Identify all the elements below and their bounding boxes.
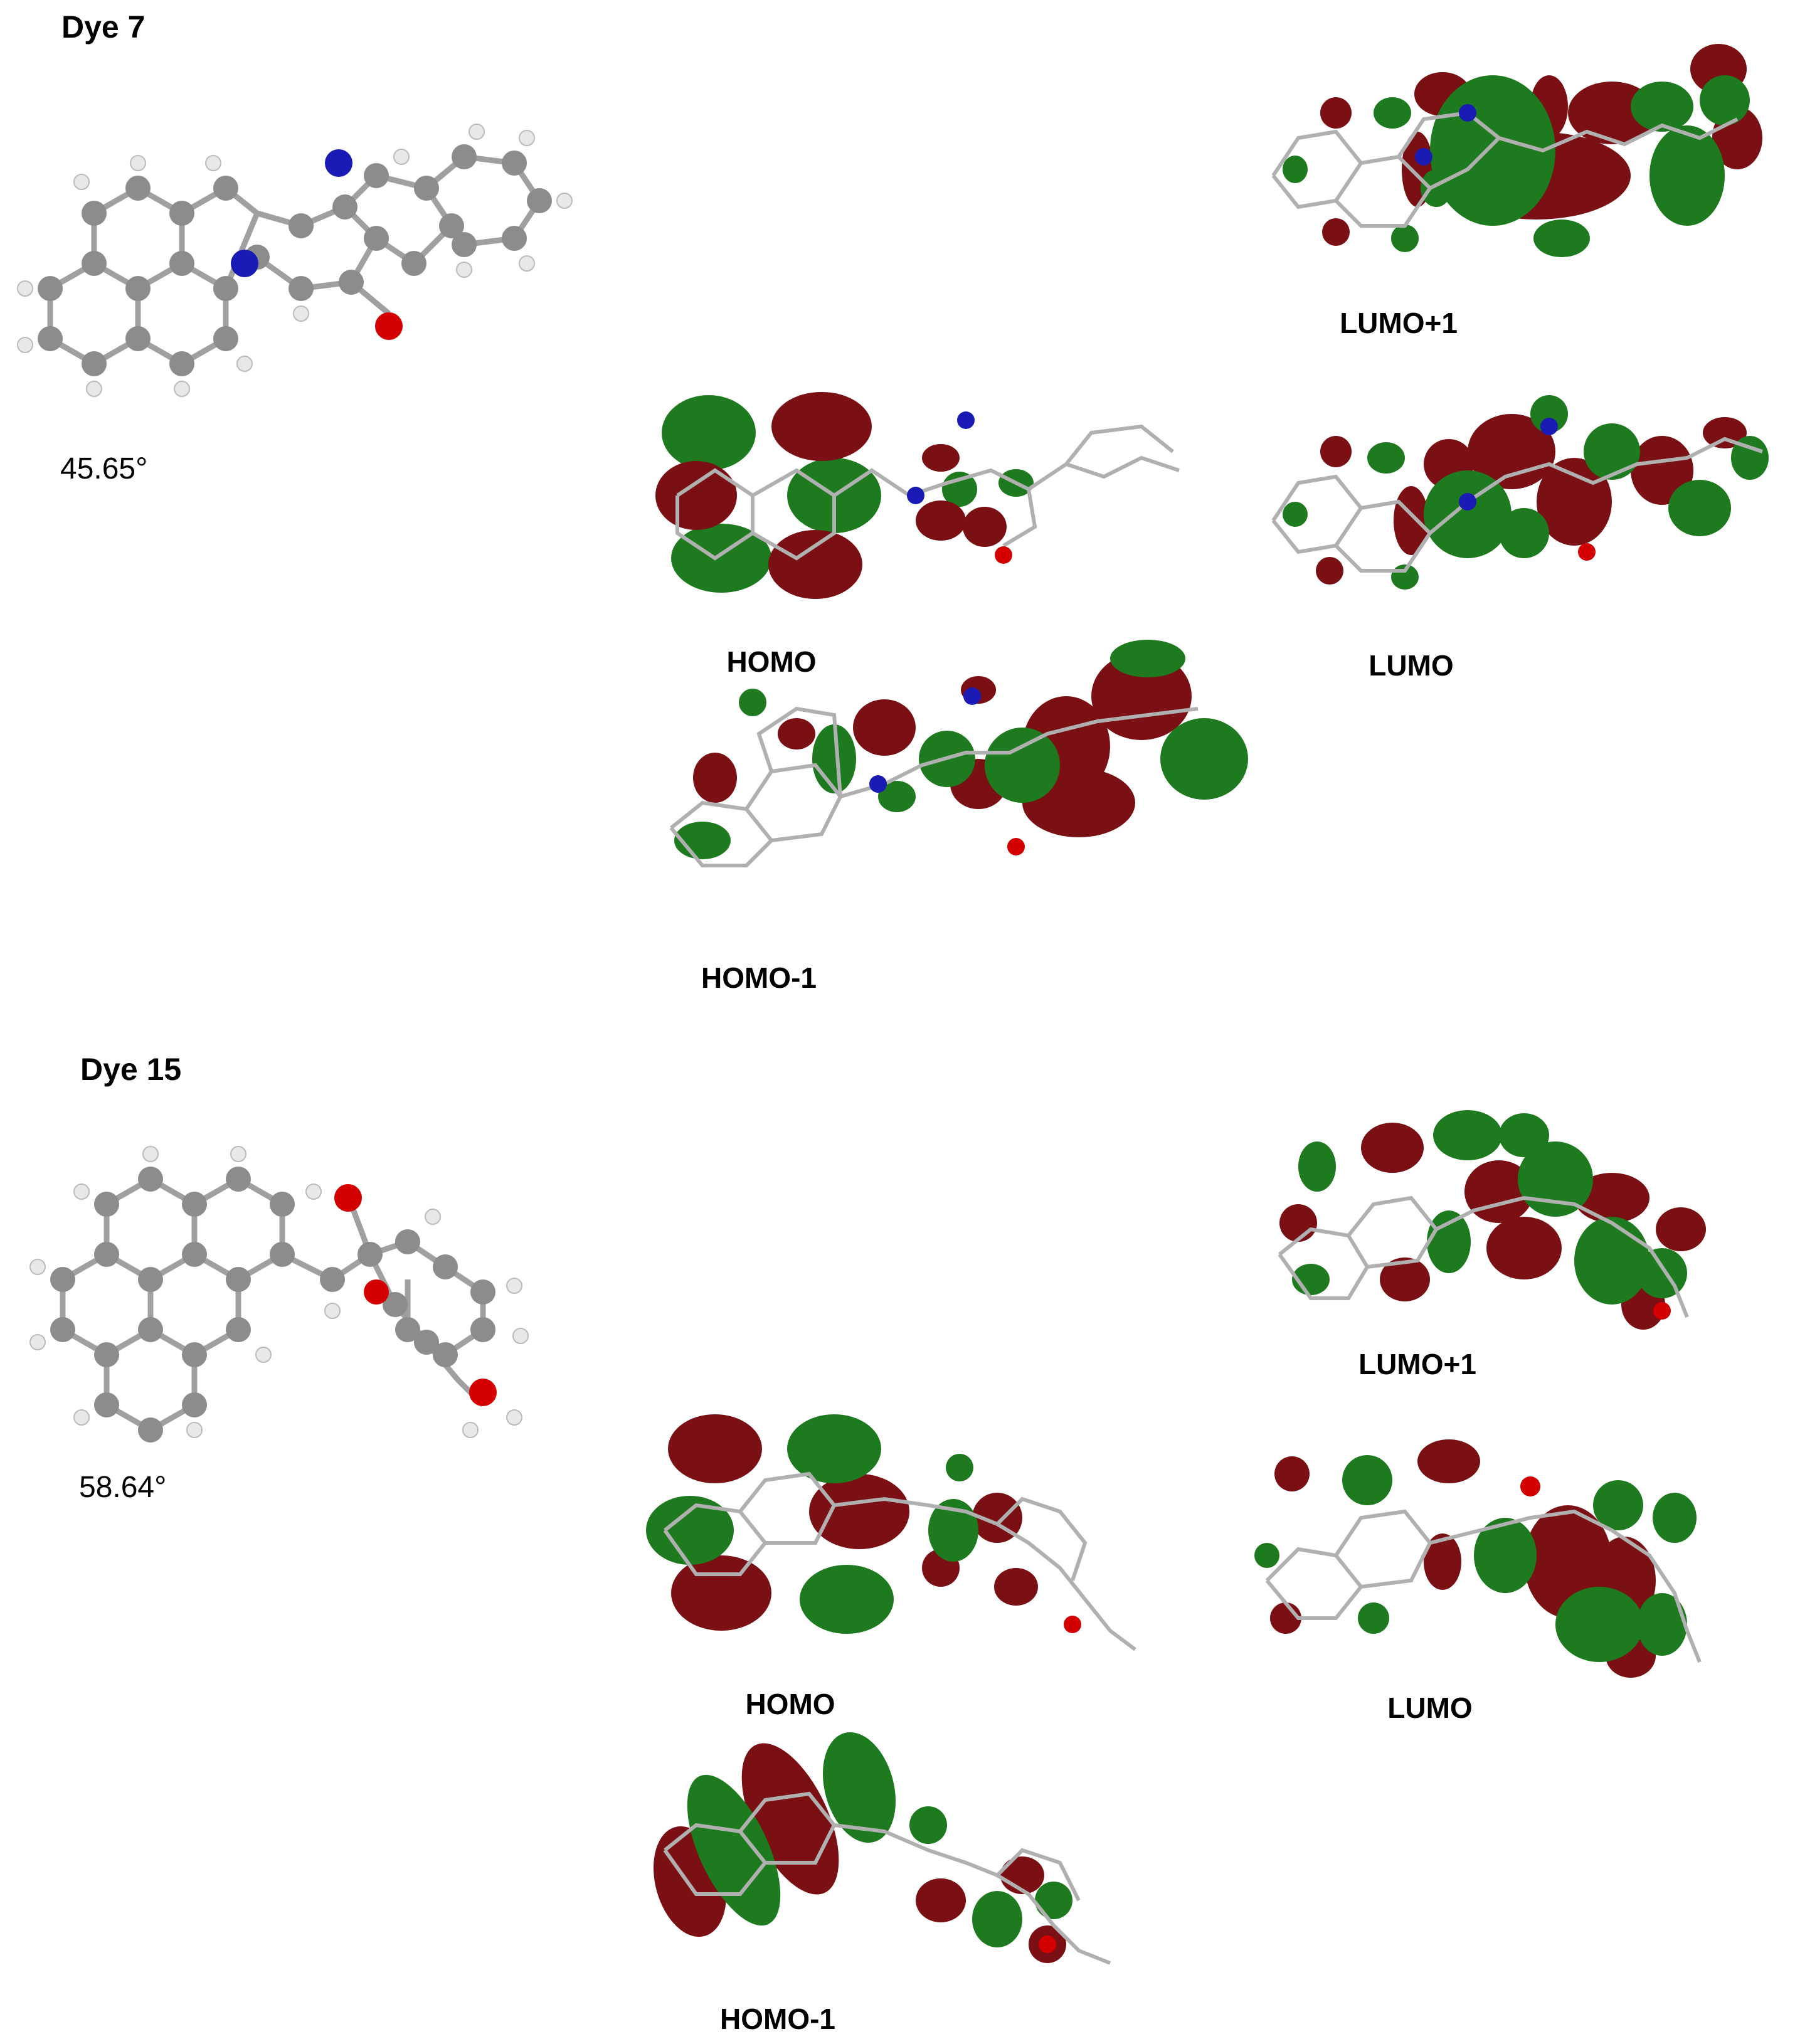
dye15-title: Dye 15 <box>80 1052 182 1087</box>
dye7-homo-orbital <box>655 392 1180 599</box>
dye15-homo-label: HOMO <box>745 1688 835 1720</box>
dye7-lumo-plus-1-label: LUMO+1 <box>1340 307 1458 339</box>
dye15-lumo-orbital <box>1254 1439 1702 1678</box>
dye15-homo-minus-1-orbital <box>653 1732 1111 1965</box>
dye7-homo-minus-1-label: HOMO-1 <box>701 961 817 994</box>
dye7-lumo-orbital <box>1271 395 1769 590</box>
dye15-homo-minus-1-label: HOMO-1 <box>720 2003 835 2035</box>
dye15-lumo-plus-1-orbital <box>1278 1110 1706 1330</box>
dye7-structure <box>17 124 573 397</box>
dye7-lumo-label: LUMO <box>1369 649 1454 682</box>
dye15-lumo-label: LUMO <box>1387 1692 1473 1724</box>
dye7-dihedral-angle: 45.65° <box>60 452 148 485</box>
dye7-lumo-plus-1-orbital <box>1271 44 1762 257</box>
dye15-structure <box>29 1146 529 1443</box>
dye15-dihedral-angle: 58.64° <box>79 1471 167 1504</box>
dye7-homo-minus-1-orbital <box>669 640 1248 867</box>
dye15-lumo-plus-1-label: LUMO+1 <box>1358 1348 1476 1380</box>
dye7-homo-label: HOMO <box>726 645 817 678</box>
dye7-title: Dye 7 <box>61 9 146 45</box>
dye15-homo-orbital <box>646 1414 1136 1651</box>
